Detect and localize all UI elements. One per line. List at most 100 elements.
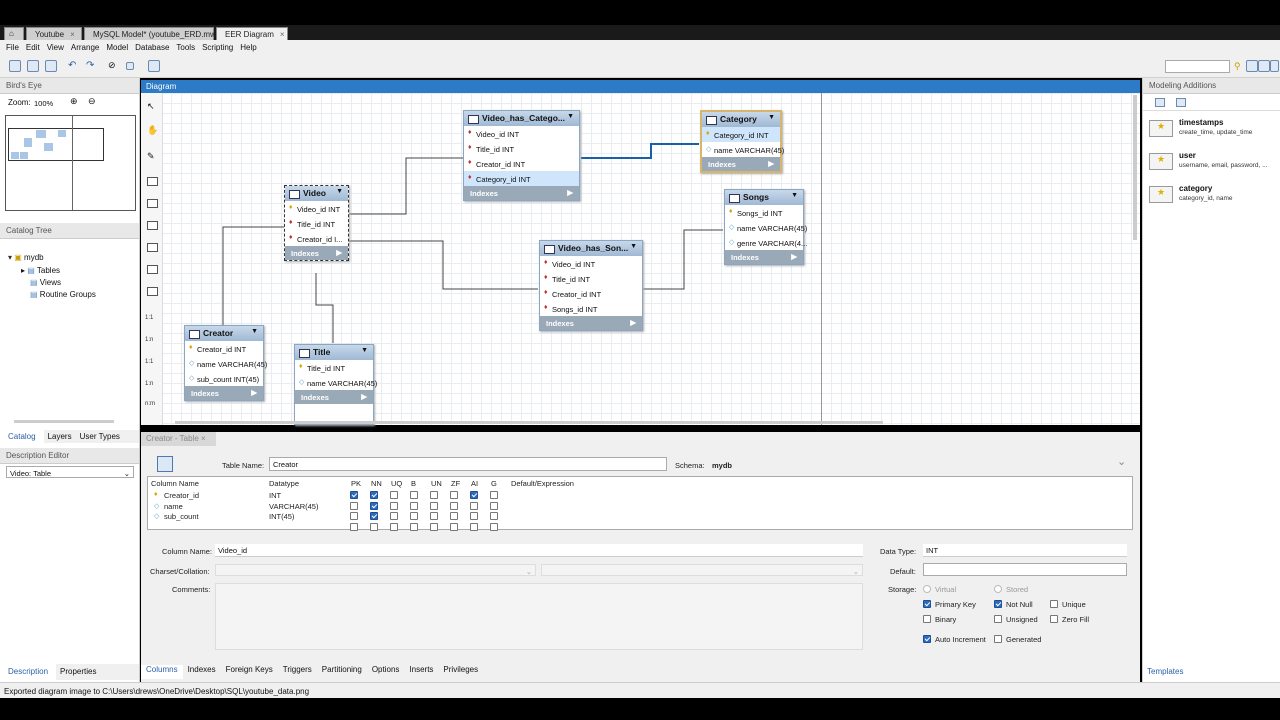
tree-item-routine-groups[interactable]: ▤ Routine Groups (30, 290, 96, 299)
indexes-section[interactable]: Indexes▶ (702, 157, 780, 171)
indexes-section[interactable]: Indexes▶ (725, 250, 803, 264)
toggle-grid-icon[interactable]: ⊘ (108, 60, 116, 70)
expand-icon[interactable]: ▾ (8, 253, 13, 262)
indexes-section[interactable]: Indexes▶ (185, 386, 263, 400)
export-icon[interactable] (148, 60, 160, 72)
flag-checkbox[interactable] (450, 522, 458, 531)
entity-column[interactable]: ♦Title_id INT (295, 360, 373, 375)
entity-column[interactable]: ♦Creator_id INT (464, 156, 579, 171)
entity-column[interactable]: ◇sub_count INT(45) (185, 371, 263, 386)
menu-database[interactable]: Database (135, 43, 170, 52)
tree-item-views[interactable]: ▤ Views (30, 278, 61, 287)
grid-col-header[interactable]: UN (431, 479, 442, 488)
collapse-icon[interactable]: ▼ (567, 113, 574, 120)
indexes-section[interactable]: Indexes▶ (285, 246, 348, 260)
flag-checkbox[interactable] (430, 501, 438, 510)
grid-col-header[interactable]: NN (371, 479, 382, 488)
entity-column[interactable]: ◇genre VARCHAR(4... (725, 235, 807, 250)
open-icon[interactable] (27, 60, 39, 72)
expand-icon[interactable]: ▶ (630, 318, 636, 327)
undo-icon[interactable]: ↶ (68, 60, 77, 71)
birds-eye-view[interactable] (5, 115, 136, 211)
tab-indexes[interactable]: Indexes (187, 665, 216, 674)
new-icon[interactable] (9, 60, 21, 72)
expand-icon[interactable]: ▶ (361, 392, 367, 401)
redo-icon[interactable]: ↷ (86, 60, 95, 71)
flag-checkbox[interactable] (390, 512, 398, 520)
expand-icon[interactable]: ▶ (791, 252, 797, 261)
tab-triggers[interactable]: Triggers (282, 665, 312, 674)
close-icon[interactable]: × (201, 434, 206, 443)
comments-textarea[interactable] (215, 583, 863, 650)
flag-checkbox[interactable] (390, 501, 398, 510)
entity-column[interactable]: ◇name VARCHAR(45) (295, 375, 377, 390)
not-null-checkbox[interactable] (994, 600, 1002, 608)
tab-mysql-model[interactable]: MySQL Model* (youtube_ERD.mwb) (84, 27, 223, 40)
flag-checkbox[interactable] (450, 491, 458, 499)
rel-title-video[interactable] (315, 273, 334, 343)
layout-right-icon[interactable] (1270, 60, 1279, 72)
flag-checkbox[interactable] (430, 522, 438, 531)
tab-catalog[interactable]: Catalog (0, 430, 44, 443)
rel-1-1-tool[interactable]: 1:1 (145, 315, 154, 321)
home-tab[interactable]: ⌂ (4, 27, 24, 40)
entity-column[interactable]: ◇name VARCHAR(45) (185, 356, 267, 371)
grid-col-header[interactable]: PK (351, 479, 362, 488)
viewport-rect[interactable] (8, 128, 104, 161)
zoom-out-icon[interactable]: ⊖ (88, 96, 96, 106)
align-icon[interactable] (126, 62, 134, 70)
table-name-input[interactable]: Creator (269, 457, 667, 471)
flag-checkbox[interactable] (430, 491, 438, 499)
zero-fill-checkbox[interactable] (1050, 615, 1058, 623)
flag-checkbox[interactable] (430, 512, 438, 520)
rel-video-vhs[interactable] (349, 240, 538, 290)
rel-creator-video[interactable] (222, 226, 284, 325)
stored-radio[interactable] (994, 585, 1002, 593)
tab-partitioning[interactable]: Partitioning (321, 665, 362, 674)
menu-edit[interactable]: Edit (25, 43, 40, 52)
rel-video-vhc[interactable] (349, 157, 463, 215)
entity-column[interactable]: ♦Category_id INT (464, 171, 579, 186)
flag-checkbox[interactable] (350, 522, 358, 531)
flag-checkbox[interactable] (350, 501, 358, 510)
grid-col-header[interactable]: AI (471, 479, 479, 488)
rel-n-m-tool[interactable]: n:m (145, 401, 156, 407)
snippet-view-icon[interactable] (1155, 98, 1165, 107)
collapse-icon[interactable]: ▼ (791, 192, 798, 199)
flag-checkbox[interactable] (490, 522, 498, 531)
flag-checkbox[interactable] (450, 512, 458, 520)
entity-column[interactable]: ◇name VARCHAR(45) (725, 220, 807, 235)
flag-checkbox[interactable] (410, 501, 418, 510)
indexes-section[interactable]: Indexes▶ (295, 390, 373, 404)
diagram-hscrollbar[interactable] (175, 421, 883, 424)
flag-checkbox[interactable] (490, 491, 498, 499)
rel-1-n-tool[interactable]: 1:n (145, 337, 154, 343)
description-object-select[interactable]: Video: Table⌄ (6, 466, 134, 478)
collapse-icon[interactable]: ▼ (768, 114, 775, 121)
expand-icon[interactable]: ▶ (567, 188, 573, 197)
save-icon[interactable] (45, 60, 57, 72)
entity-column[interactable]: ♦Creator_id INT (540, 286, 642, 301)
flag-checkbox[interactable] (370, 501, 378, 510)
flag-checkbox[interactable] (370, 491, 378, 499)
note-tool-icon[interactable] (147, 199, 158, 208)
flag-checkbox[interactable] (450, 501, 458, 510)
unsigned-checkbox[interactable] (994, 615, 1002, 623)
entity-column[interactable]: ♦Category_id INT (702, 127, 780, 142)
tab-privileges[interactable]: Privileges (443, 665, 479, 674)
entity-column[interactable]: ♦Title_id INT (464, 141, 579, 156)
routine-tool-icon[interactable] (147, 287, 158, 296)
entity-column[interactable]: ♦Creator_id INT (185, 341, 263, 356)
menu-tools[interactable]: Tools (176, 43, 196, 52)
snippet-list-icon[interactable] (1176, 98, 1186, 107)
tab-options[interactable]: Options (371, 665, 400, 674)
search-input[interactable] (1165, 60, 1230, 73)
entity-songs[interactable]: Songs▼ ♦Songs_id INT ◇name VARCHAR(45) ◇… (724, 189, 807, 265)
pointer-tool-icon[interactable]: ↖ (147, 101, 155, 111)
entity-column[interactable]: ♦Title_id INT (540, 271, 642, 286)
tab-user-types[interactable]: User Types (79, 432, 120, 441)
